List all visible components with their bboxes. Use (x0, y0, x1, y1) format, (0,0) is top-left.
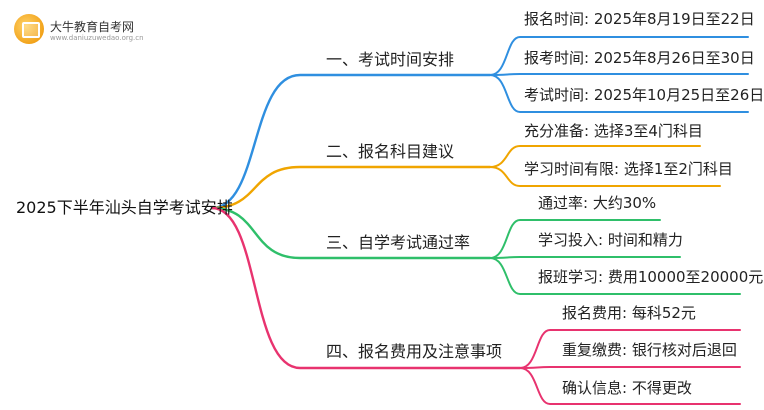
branch-4-leaf-1-connector (519, 329, 741, 369)
branch-1-leaf-1-connector (489, 36, 749, 76)
branch-1-leaf-3: 考试时间: 2025年10月25日至26日 (524, 86, 764, 104)
logo-title: 大牛教育自考网 (50, 20, 135, 34)
branch-4-leaf-1: 报名费用: 每科52元 (562, 304, 696, 322)
branch-1-leaf-3-connector (489, 74, 749, 113)
root-topic: 2025下半年汕头自学考试安排 (16, 198, 233, 217)
branch-3-leaf-1-connector (489, 219, 661, 259)
book-badge-icon (14, 14, 44, 44)
branch-3-leaf-1: 通过率: 大约30% (538, 194, 657, 212)
branch-1-leaf-2: 报考时间: 2025年8月26日至30日 (524, 49, 755, 67)
branch-3-leaf-3-connector (489, 257, 741, 295)
branch-2-leaf-2: 学习时间有限: 选择1至2门科目 (524, 160, 733, 178)
branch-3-leaf-2-connector (489, 256, 681, 259)
branch-4-leaf-3: 确认信息: 不得更改 (562, 379, 692, 397)
branch-1-leaf-2-connector (489, 73, 749, 76)
branch-4-leaf-3-connector (519, 367, 741, 405)
site-logo: 大牛教育自考网 www.daniuzuwedao.org.cn (14, 12, 144, 46)
branch-4-label: 四、报名费用及注意事项 (326, 342, 503, 361)
branch-2-label: 二、报名科目建议 (326, 142, 455, 161)
branch-1-leaf-1: 报名时间: 2025年8月19日至22日 (524, 10, 755, 28)
branch-3-leaf-3: 报班学习: 费用10000至20000元 (538, 268, 764, 286)
branch-3-leaf-2: 学习投入: 时间和精力 (538, 231, 683, 249)
branch-3-connector (210, 206, 492, 260)
branch-1-connector (210, 73, 492, 210)
branch-4-leaf-2-connector (519, 366, 741, 369)
branch-2-leaf-1: 充分准备: 选择3至4门科目 (524, 122, 703, 140)
branch-2-connector (210, 165, 492, 210)
branch-4-connector (210, 206, 522, 370)
branch-2-leaf-1-connector (489, 145, 701, 168)
branch-3-label: 三、自学考试通过率 (326, 233, 471, 252)
branch-4-leaf-2: 重复缴费: 银行核对后退回 (562, 341, 737, 359)
branch-2-leaf-2-connector (489, 166, 721, 187)
logo-url: www.daniuzuwedao.org.cn (50, 34, 144, 42)
branch-1-label: 一、考试时间安排 (326, 50, 455, 69)
